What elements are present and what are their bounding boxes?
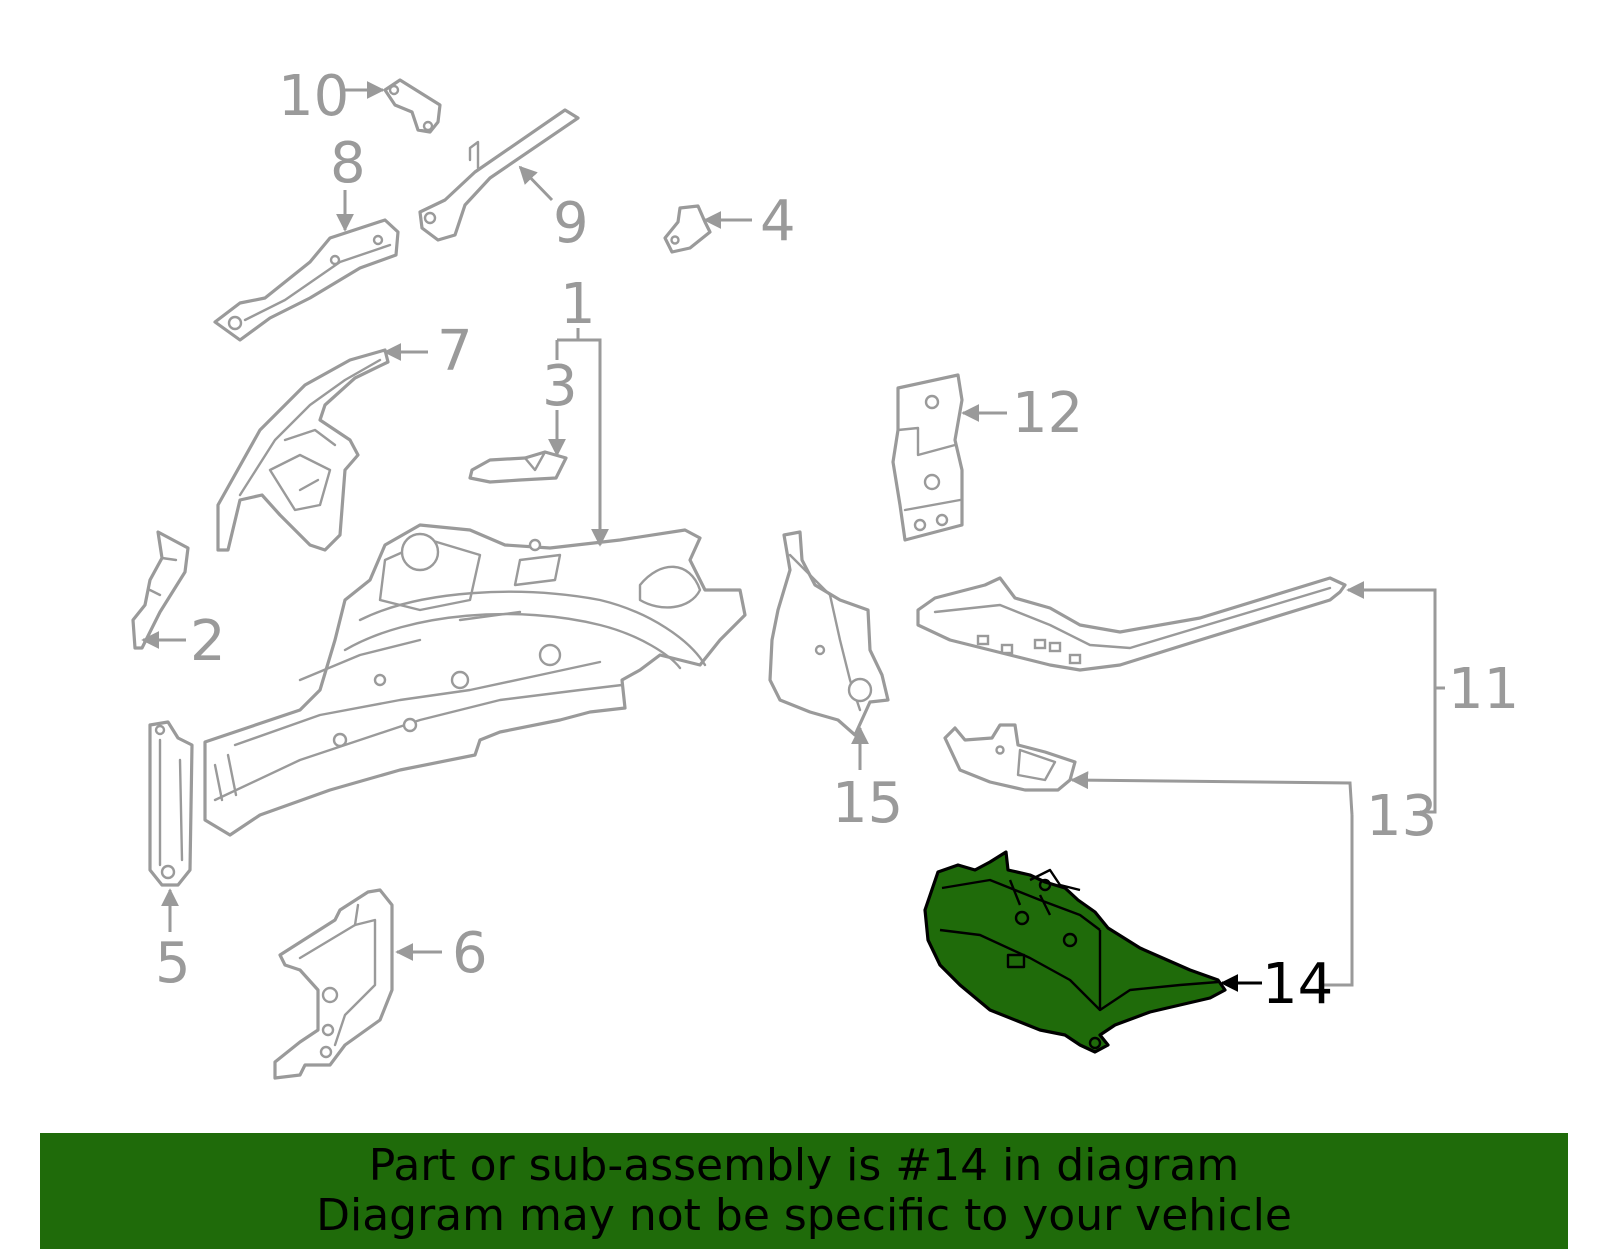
svg-text:13: 13 bbox=[1366, 784, 1437, 849]
part-2-bracket bbox=[131, 530, 190, 650]
svg-text:15: 15 bbox=[832, 771, 903, 836]
part-10-bracket bbox=[383, 78, 442, 134]
svg-text:1: 1 bbox=[560, 272, 596, 337]
callout-3: 3 bbox=[542, 354, 578, 457]
callout-6: 6 bbox=[395, 921, 488, 986]
callout-9: 9 bbox=[518, 165, 589, 256]
notice-line-part-number: Part or sub-assembly is #14 in diagram bbox=[368, 1140, 1240, 1191]
callout-1: 1 bbox=[555, 272, 609, 547]
svg-text:7: 7 bbox=[437, 319, 473, 384]
svg-text:8: 8 bbox=[330, 131, 366, 196]
callout-2: 2 bbox=[141, 609, 226, 674]
part-4-clip bbox=[663, 204, 712, 254]
svg-text:5: 5 bbox=[155, 931, 191, 996]
part-9-reinforcement bbox=[418, 108, 580, 242]
callout-15: 15 bbox=[832, 726, 903, 836]
part-14-highlighted bbox=[923, 850, 1227, 1054]
svg-text:10: 10 bbox=[278, 64, 349, 129]
part-1-apron-assembly bbox=[203, 523, 747, 837]
svg-text:2: 2 bbox=[190, 609, 226, 674]
svg-text:11: 11 bbox=[1448, 657, 1519, 722]
callout-8: 8 bbox=[330, 131, 366, 232]
part-8-bracket bbox=[213, 218, 400, 342]
callout-5: 5 bbox=[155, 888, 191, 996]
notice-banner: Part or sub-assembly is #14 in diagram D… bbox=[40, 1133, 1568, 1249]
part-11-rail bbox=[916, 576, 1347, 672]
callout-13: 13 bbox=[1070, 771, 1437, 987]
part-12-plate bbox=[891, 373, 964, 542]
notice-line-disclaimer: Diagram may not be specific to your vehi… bbox=[316, 1190, 1292, 1241]
svg-text:4: 4 bbox=[760, 189, 796, 254]
svg-text:6: 6 bbox=[452, 921, 488, 986]
svg-text:14: 14 bbox=[1262, 952, 1333, 1017]
callout-12: 12 bbox=[961, 381, 1083, 446]
callout-10: 10 bbox=[278, 64, 385, 129]
svg-text:12: 12 bbox=[1012, 381, 1083, 446]
svg-text:3: 3 bbox=[542, 354, 578, 419]
callout-7: 7 bbox=[383, 319, 473, 384]
part-6-bracket bbox=[273, 888, 394, 1080]
part-7-wheelhouse-arch bbox=[216, 348, 390, 552]
svg-text:9: 9 bbox=[553, 191, 589, 256]
callout-11: 11 bbox=[1346, 581, 1519, 814]
part-3-bracket bbox=[468, 450, 568, 484]
part-5-bracket bbox=[148, 720, 194, 887]
callout-4: 4 bbox=[703, 189, 796, 254]
part-15-panel bbox=[768, 530, 890, 737]
part-13-bracket bbox=[943, 723, 1077, 792]
callout-14: 14 bbox=[1220, 952, 1333, 1017]
